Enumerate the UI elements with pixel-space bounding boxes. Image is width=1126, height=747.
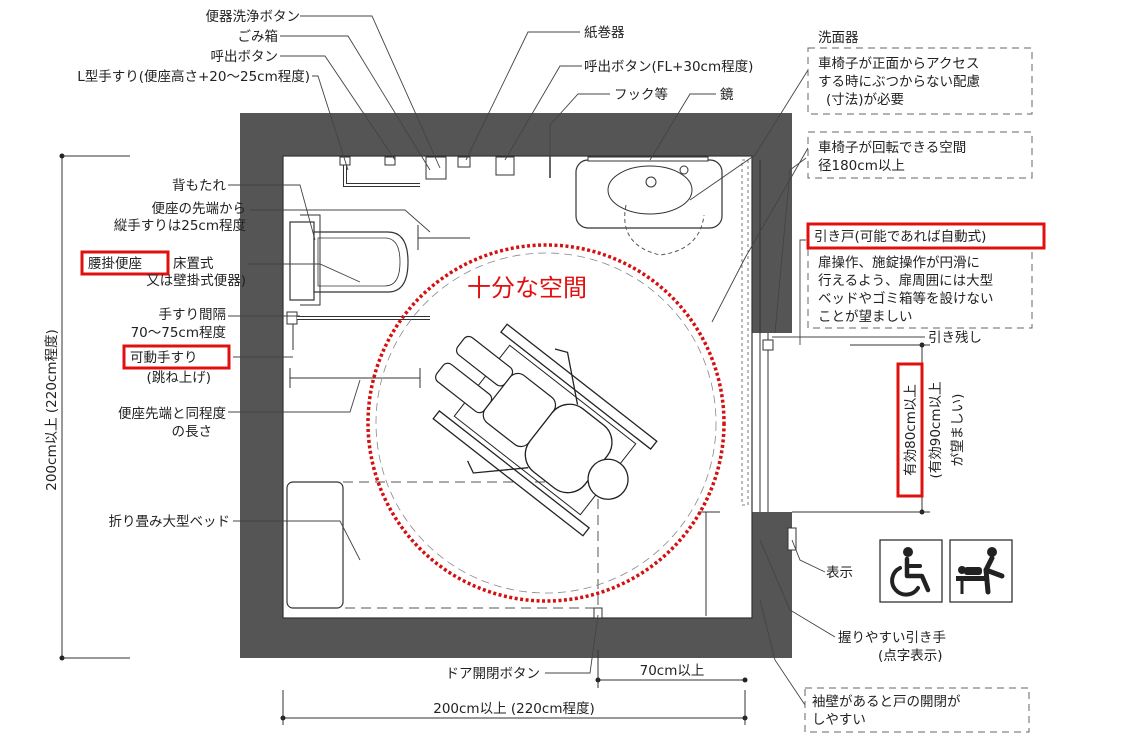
note-door-op-1: 扉操作、施錠操作が円滑に bbox=[818, 255, 980, 271]
outer-dimensions bbox=[59, 153, 930, 725]
label-trash-bin: ごみ箱 bbox=[238, 29, 279, 45]
movable-handrail bbox=[286, 311, 430, 350]
dim-effective-sub-1: (有効90cm以上 bbox=[928, 381, 944, 478]
note-door-op-3: ベッドやゴミ箱等を設けない bbox=[818, 290, 994, 307]
dim-bottom-width: 200cm以上 (220cm程度) bbox=[433, 701, 595, 717]
dim-door-width: 70cm以上 bbox=[640, 663, 705, 679]
note-front-1: 車椅子が正面からアクセス bbox=[818, 56, 979, 72]
highlight-effective-width bbox=[896, 362, 924, 498]
label-backrest: 背もたれ bbox=[172, 178, 226, 194]
note-turning-1: 車椅子が回転できる空間 bbox=[818, 140, 966, 156]
label-call-button: 呼出ボタン bbox=[211, 49, 279, 65]
folding-bed bbox=[286, 481, 599, 609]
dim-effective-sub-2: が望ましい) bbox=[950, 394, 966, 467]
label-toilet-type-2: 又は壁掛式便器) bbox=[146, 273, 246, 289]
leader-lines bbox=[228, 15, 925, 706]
label-folding-bed: 折り畳み大型ベッド bbox=[109, 514, 231, 530]
label-vertical-rail-2: 縦手すりは25cm程度 bbox=[114, 218, 246, 234]
l-handrail bbox=[339, 156, 551, 187]
label-hook: フック等 bbox=[614, 86, 668, 103]
label-toilet-type-1: 床置式 bbox=[173, 256, 214, 272]
label-pull-handle-1: 握りやすい引き手 bbox=[838, 630, 946, 646]
label-movable-rail-note: (跳ね上げ) bbox=[146, 370, 211, 386]
dimension-texts: 200cm以上 (220cm程度) 200cm以上 (220cm程度) 70cm… bbox=[44, 329, 966, 717]
note-turning-2: 径180cm以上 bbox=[818, 158, 905, 174]
inner-dimension-arrows bbox=[289, 225, 720, 616]
note-texts: 車椅子が正面からアクセス する時にぶつからない配慮 (寸法)が必要 車椅子が回転… bbox=[812, 56, 994, 728]
label-same-length-1: 便座先端と同程度 bbox=[118, 406, 226, 422]
turning-space-circle bbox=[366, 243, 726, 603]
note-sliding-door: 引き戸(可能であれば自動式) bbox=[814, 229, 986, 245]
label-call-button-fl: 呼出ボタン(FL+30cm程度) bbox=[584, 59, 753, 75]
note-wing-wall-2: しやすい bbox=[812, 712, 866, 728]
pull-handle bbox=[787, 527, 797, 551]
label-vertical-rail-1: 便座の先端から bbox=[152, 201, 247, 217]
wheelchair-icon bbox=[879, 539, 943, 603]
label-flush-button: 便器洗浄ボタン bbox=[206, 9, 301, 25]
baby-changing-icon bbox=[949, 539, 1013, 603]
note-wing-wall-1: 袖壁があると戸の開閉が bbox=[812, 694, 961, 710]
note-door-op-4: ことが望ましい bbox=[818, 309, 913, 325]
label-toilet-seat: 腰掛便座 bbox=[88, 256, 142, 272]
highlight-movable-rail bbox=[122, 344, 231, 370]
label-same-length-2: の長さ bbox=[172, 424, 213, 440]
label-movable-rail: 可動手すり bbox=[130, 350, 198, 366]
highlight-toilet-seat bbox=[80, 250, 170, 276]
note-front-3: (寸法)が必要 bbox=[826, 92, 904, 108]
note-front-2: する時にぶつからない配慮 bbox=[818, 74, 980, 90]
toilet-fixture bbox=[289, 214, 409, 306]
label-washbasin: 洗面器 bbox=[818, 30, 859, 46]
labels: 便器洗浄ボタン ごみ箱 呼出ボタン L型手すり(便座高さ+20～25cm程度) … bbox=[77, 9, 982, 682]
note-box-front-access bbox=[807, 47, 1033, 115]
label-rail-spacing-2: 70～75cm程度 bbox=[131, 325, 226, 341]
note-box-wing-wall bbox=[804, 687, 1030, 733]
label-sufficient-space: 十分な空間 bbox=[467, 274, 587, 302]
sliding-door bbox=[741, 159, 774, 512]
washbasin-fixture bbox=[575, 156, 723, 256]
note-box-door-operation bbox=[807, 247, 1033, 329]
label-door-button: ドア開閉ボタン bbox=[446, 666, 541, 682]
label-mirror: 鏡 bbox=[720, 87, 734, 103]
label-rail-spacing-1: 手すり間隔 bbox=[159, 307, 227, 323]
dim-left-height: 200cm以上 (220cm程度) bbox=[44, 329, 60, 491]
wheelchair-user-figure bbox=[432, 323, 658, 537]
label-sign: 表示 bbox=[826, 565, 853, 581]
label-l-handrail: L型手すり(便座高さ+20～25cm程度) bbox=[77, 68, 310, 85]
label-pull-handle-2: (点字表示) bbox=[878, 648, 943, 664]
label-paper-holder: 紙巻器 bbox=[584, 25, 625, 41]
note-box-turning-space bbox=[807, 131, 1033, 179]
highlight-sliding-door bbox=[806, 222, 1046, 250]
note-door-op-2: 行えるよう、扉周囲には大型 bbox=[818, 273, 993, 289]
dim-effective-main: 有効80cm以上 bbox=[903, 384, 919, 476]
label-remaining: 引き残し bbox=[928, 330, 982, 346]
